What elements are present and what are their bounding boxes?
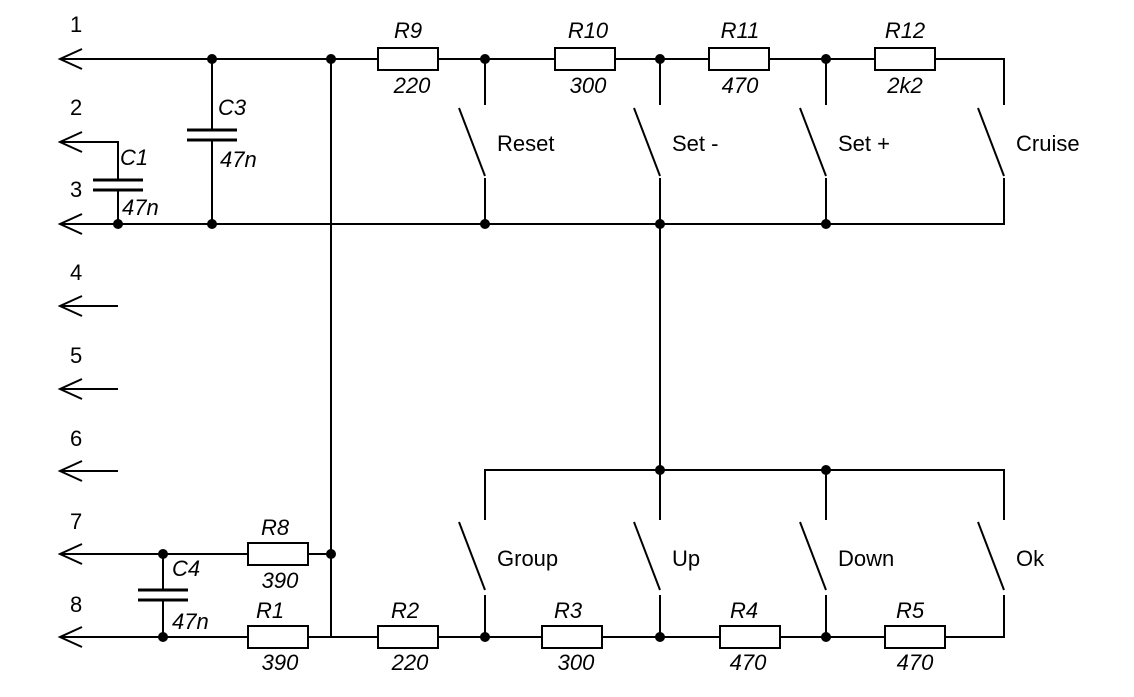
switch-group-blade [458,521,486,591]
switch-down-label: Down [838,546,894,571]
pin-3-arrow [57,213,83,235]
pin-8-arrow [57,626,83,648]
r3-value: 300 [558,650,595,675]
switch-ok-blade [977,521,1005,591]
r9-name: R9 [394,18,422,43]
switch-up-blade [633,521,661,591]
pin-labels: 1 2 3 4 5 6 7 8 [70,12,82,617]
r2-name: R2 [391,598,419,623]
c1-name: C1 [120,145,148,170]
pin-2-label: 2 [70,95,82,120]
c4-name: C4 [172,556,200,581]
r12-name: R12 [885,18,925,43]
resistor-r5 [884,625,946,649]
pin-4-label: 4 [70,260,82,285]
pin-3-label: 3 [70,177,82,202]
c1-value: 47n [122,195,159,220]
switch-set-minus-blade [633,107,661,177]
resistor-r8 [247,542,309,566]
pin-6-arrow [57,460,83,482]
resistor-r3 [541,625,603,649]
resistor-r10 [554,47,616,71]
pin-arrows [57,48,83,648]
pin-5-arrow [57,378,83,400]
pin-4-arrow [57,295,83,317]
resistor-r9 [377,47,439,71]
resistor-r1 [247,625,309,649]
r9-value: 220 [393,73,431,98]
switch-reset-blade [458,107,486,177]
r10-name: R10 [568,18,609,43]
capacitor-plates [93,128,237,602]
switch-group-label: Group [497,546,558,571]
r4-name: R4 [730,598,758,623]
switch-down-blade [799,521,827,591]
pin-8-label: 8 [70,592,82,617]
r5-value: 470 [897,650,934,675]
capacitor-labels: C1 47n C3 47n C4 47n [120,95,257,634]
junction-dots [113,54,831,642]
switch-up-label: Up [672,546,700,571]
r3-name: R3 [554,598,583,623]
resistor-bodies [247,47,946,649]
r1-value: 390 [262,650,299,675]
switch-reset-label: Reset [497,131,554,156]
switch-cruise-blade [977,107,1005,177]
r5-name: R5 [896,598,925,623]
r2-value: 220 [391,650,429,675]
r12-value: 2k2 [886,73,922,98]
r8-value: 390 [262,568,299,593]
capacitor-c4 [138,588,188,602]
pin-2-arrow [57,131,83,153]
switch-set-plus-label: Set + [838,131,890,156]
pin-7-arrow [57,543,83,565]
switch-blades [458,107,1005,591]
r1-name: R1 [256,598,284,623]
switch-set-plus-blade [799,107,827,177]
c4-value: 47n [172,609,209,634]
pin-5-label: 5 [70,343,82,368]
resistor-r4 [719,625,781,649]
capacitor-c1 [93,178,143,192]
c3-name: C3 [218,95,247,120]
r11-name: R11 [721,18,760,43]
resistor-labels: R9 220 R10 300 R11 470 R12 2k2 R8 390 R1… [256,18,934,675]
switch-set-minus-label: Set - [672,131,718,156]
r10-value: 300 [570,73,607,98]
capacitor-c3 [187,128,237,142]
pin-1-label: 1 [70,12,82,37]
r4-value: 470 [730,650,767,675]
switch-cruise-label: Cruise [1016,131,1080,156]
switch-ok-label: Ok [1016,546,1045,571]
pin-1-arrow [57,48,83,70]
resistor-r2 [377,625,439,649]
pin-7-label: 7 [70,509,82,534]
pin-6-label: 6 [70,426,82,451]
resistor-r12 [874,47,936,71]
resistor-r11 [708,47,770,71]
c3-value: 47n [220,147,257,172]
r8-name: R8 [261,515,290,540]
switch-labels: Reset Set - Set + Cruise Group Up Down O… [497,131,1080,571]
r11-value: 470 [722,73,759,98]
